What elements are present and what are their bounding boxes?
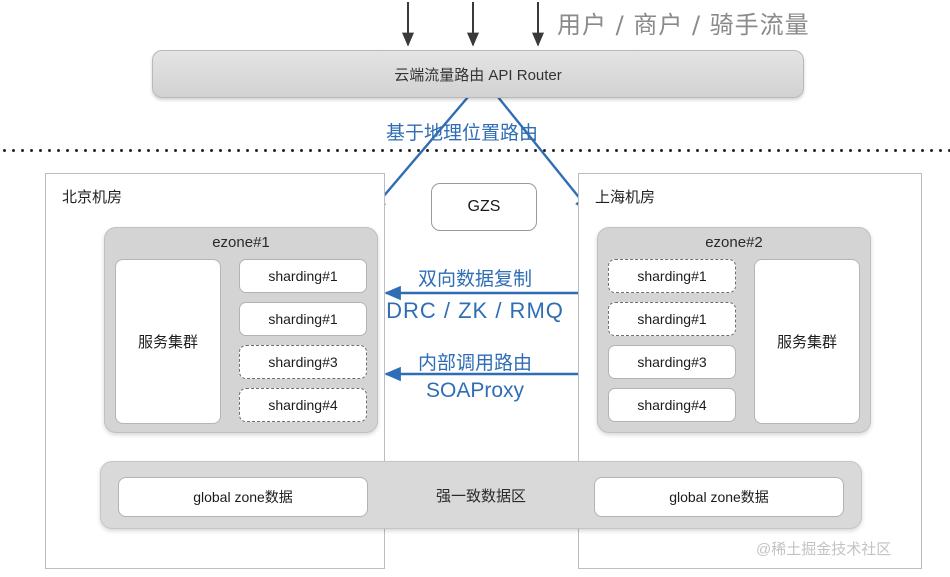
ezone-1-title: ezone#1 [212,234,270,251]
service-cluster-shanghai[interactable]: 服务集群 [754,259,860,424]
gzs-box[interactable]: GZS [431,183,537,231]
ingress-arrow-group [402,2,544,47]
api-router-bar[interactable]: 云端流量路由 API Router [152,50,804,98]
global-zone-data-box[interactable]: global zone数据 [118,477,368,517]
datacenter-beijing-title: 北京机房 [62,189,123,206]
sharding-box[interactable]: sharding#1 [239,302,367,336]
ezone-1-panel: ezone#1 服务集群 sharding#1 sharding#1 shard… [104,227,378,433]
region-divider [0,149,950,152]
sharding-box[interactable]: sharding#4 [608,388,736,422]
ezone-2-panel: ezone#2 服务集群 sharding#1 sharding#1 shard… [597,227,871,433]
ezone-2-title: ezone#2 [705,234,763,251]
sharding-box[interactable]: sharding#1 [608,302,736,336]
sharding-box[interactable]: sharding#3 [239,345,367,379]
sharding-box[interactable]: sharding#4 [239,388,367,422]
sharding-stack-beijing: sharding#1 sharding#1 sharding#3 shardin… [239,259,367,422]
sharding-stack-shanghai: sharding#1 sharding#1 sharding#3 shardin… [608,259,736,422]
rpc-link-subtitle: SOAProxy [425,379,525,402]
global-zone-band: 强一致数据区 global zone数据 global zone数据 [100,461,862,529]
api-router-label: 云端流量路由 API Router [394,66,562,84]
sharding-box[interactable]: sharding#3 [608,345,736,379]
watermark-text: @稀土掘金技术社区 [756,541,892,558]
rpc-link-title: 内部调用路由 [417,353,532,374]
service-cluster-beijing[interactable]: 服务集群 [115,259,221,424]
traffic-source-label: 用户 / 商户 / 骑手流量 [557,11,810,39]
datacenter-shanghai-title: 上海机房 [595,189,656,206]
sharding-box[interactable]: sharding#1 [239,259,367,293]
replication-link-title: 双向数据复制 [417,269,532,290]
sharding-box[interactable]: sharding#1 [608,259,736,293]
datacenter-shanghai: 上海机房 ezone#2 服务集群 sharding#1 sharding#1 … [578,173,922,569]
geo-routing-label: 基于地理位置路由 [386,123,539,144]
replication-link-subtitle: DRC / ZK / RMQ [386,298,564,323]
global-zone-data-box[interactable]: global zone数据 [594,477,844,517]
